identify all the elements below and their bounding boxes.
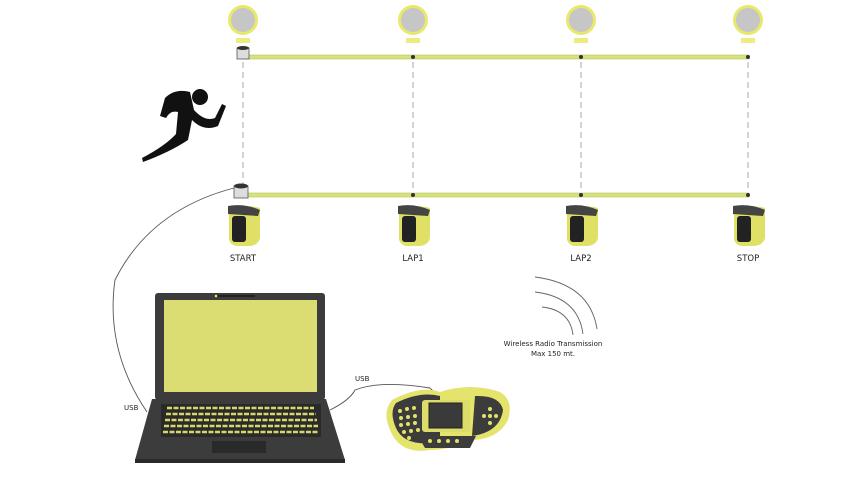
bottom-track-bar [242, 192, 750, 198]
laptop-screen [164, 300, 317, 392]
reflectors [228, 5, 763, 43]
top-track-bar [242, 54, 750, 60]
usb-label-controller: USB [355, 375, 370, 383]
wireless-text-line2: Max 150 mt. [531, 350, 575, 358]
station-label: STOP [737, 254, 759, 264]
usb-cable-controller [329, 383, 438, 411]
runner-icon [142, 89, 226, 162]
station-start: START [228, 205, 260, 264]
bottom-receiver-icon [233, 183, 249, 199]
usb-label-laptop: USB [124, 404, 139, 412]
station-lap1: LAP1 [398, 205, 430, 264]
station-lap2: LAP2 [566, 205, 598, 264]
wireless-text-line1: Wireless Radio Transmission [504, 340, 603, 348]
handheld-controller-icon [386, 387, 510, 451]
laptop-icon [135, 293, 345, 463]
bar-nodes [411, 55, 750, 197]
beam-lines [242, 62, 749, 190]
station-label: LAP2 [570, 254, 591, 264]
reflector-start [228, 5, 258, 43]
reflector-lap1 [398, 5, 428, 43]
top-receiver-icon [236, 46, 250, 60]
wireless-waves-icon [534, 276, 598, 336]
usb-cable-start [112, 187, 235, 413]
reflector-stop [733, 5, 763, 43]
station-label: START [230, 254, 257, 264]
station-label: LAP1 [402, 254, 423, 264]
station-stop: STOP [733, 205, 765, 264]
reflector-lap2 [566, 5, 596, 43]
